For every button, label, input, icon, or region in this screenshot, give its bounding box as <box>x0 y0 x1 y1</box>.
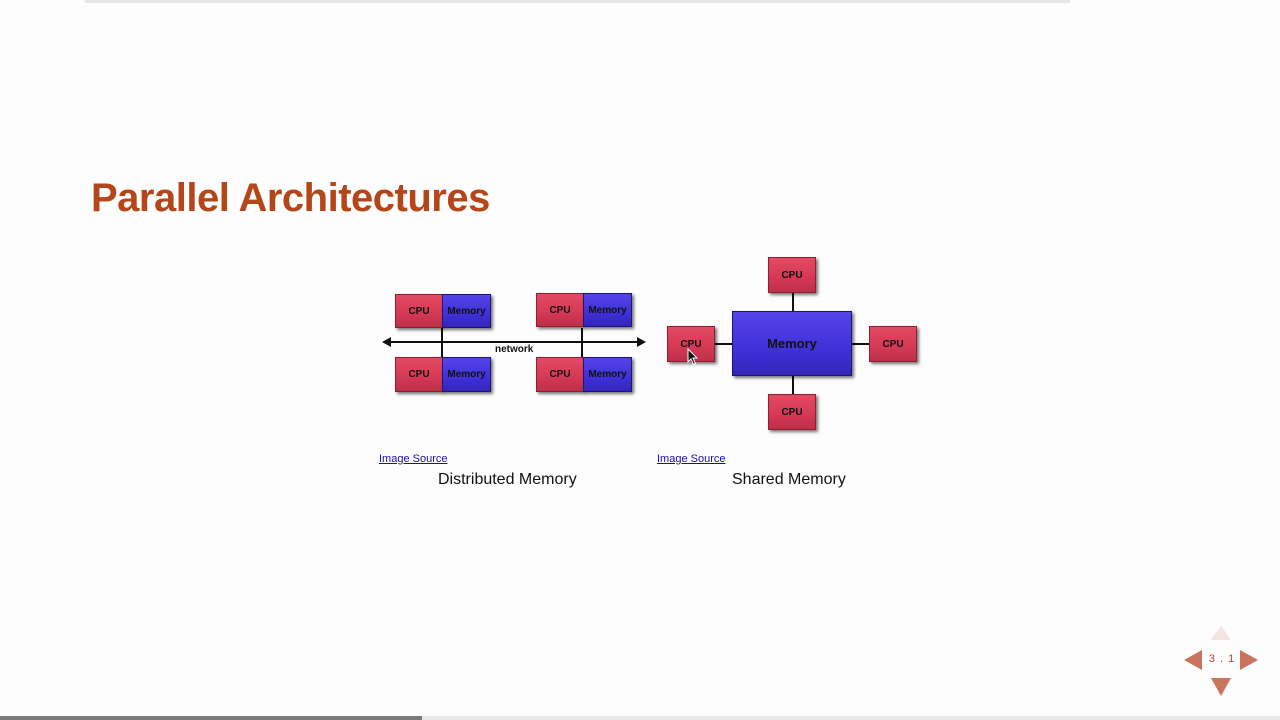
bus-connector <box>792 376 794 394</box>
memory-box: Memory <box>442 357 491 392</box>
network-arrow-right-icon <box>637 337 646 347</box>
slide-number: 3 . 1 <box>1208 653 1236 665</box>
nav-right-icon[interactable] <box>1240 650 1258 670</box>
progress-bar-fill <box>0 716 423 720</box>
shared-memory-caption: Shared Memory <box>732 471 846 488</box>
slide-navigation: 3 . 1 <box>1180 624 1262 700</box>
bus-connector <box>792 292 794 312</box>
slide-title: Parallel Architectures <box>91 176 490 220</box>
cpu-box: CPU <box>869 326 917 362</box>
network-line <box>388 341 644 343</box>
cpu-box: CPU <box>395 357 443 392</box>
network-arrow-left-icon <box>382 337 391 347</box>
network-label: network <box>495 344 534 355</box>
shared-memory-diagram: Memory CPU CPU CPU CPU <box>662 254 922 436</box>
bus-connector <box>714 343 734 345</box>
memory-box: Memory <box>583 293 632 327</box>
cpu-box: CPU <box>536 293 584 327</box>
cpu-box: CPU <box>768 394 816 430</box>
shared-memory-box: Memory <box>732 311 852 376</box>
nav-down-icon[interactable] <box>1211 678 1231 696</box>
memory-box: Memory <box>442 294 491 328</box>
nav-left-icon[interactable] <box>1184 650 1202 670</box>
node-connector <box>441 328 443 360</box>
mouse-cursor-icon <box>687 348 699 366</box>
shared-image-source-link[interactable]: Image Source <box>657 453 726 465</box>
progress-bar <box>0 716 1280 720</box>
node-connector <box>581 328 583 360</box>
cpu-box: CPU <box>768 257 816 293</box>
cpu-box: CPU <box>395 294 443 328</box>
distributed-image-source-link[interactable]: Image Source <box>379 453 448 465</box>
memory-box: Memory <box>583 357 632 392</box>
distributed-memory-caption: Distributed Memory <box>438 471 577 488</box>
cpu-box: CPU <box>536 357 584 392</box>
nav-up-icon[interactable] <box>1211 626 1231 640</box>
distributed-memory-diagram: network CPU Memory CPU Memory CPU Memory… <box>380 290 650 400</box>
top-border-line <box>85 0 1070 3</box>
bus-connector <box>852 343 870 345</box>
